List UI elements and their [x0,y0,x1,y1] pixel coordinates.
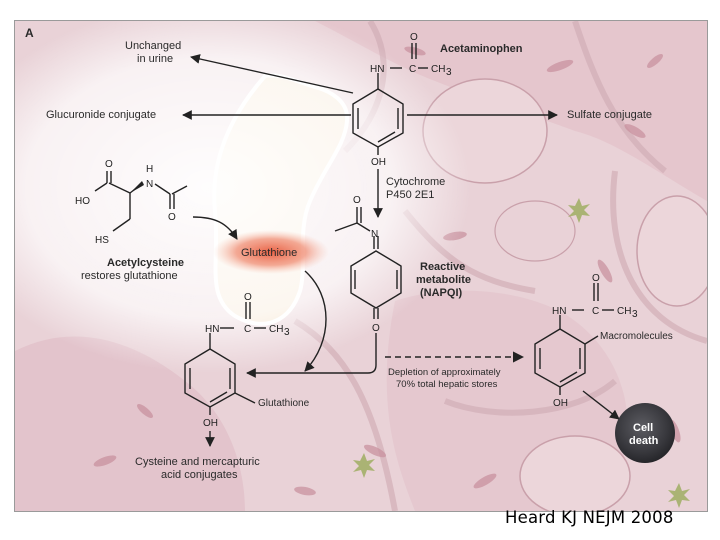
acetaminophen-c: C [409,64,416,75]
cell-death-label-1: Cell [633,422,653,434]
glutathione-glow [213,230,329,274]
adduct-sub3: 3 [284,327,290,338]
acetylcysteine-to-glutathione-arrow [192,216,238,240]
cyp-label-1: Cytochrome [386,176,445,188]
tissue-background [15,21,707,511]
acetylcysteine-hs: HS [95,235,109,246]
unchanged-label-2: in urine [137,53,173,65]
reactive-label-3: (NAPQI) [420,287,463,299]
glutathione-pool-label: Glutathione [241,247,297,259]
acetaminophen-label: Acetaminophen [440,43,523,55]
depletion-label-1: Depletion of approximately [388,367,501,378]
glutathione-adduct-label: Glutathione [258,398,310,409]
adduct-hn: HN [205,324,219,335]
cell-death-circle [615,403,675,463]
acetylcysteine-label-1: Acetylcysteine [107,257,184,269]
macro-oh: OH [553,398,568,409]
cell-death-label-2: death [629,435,659,447]
acetylcysteine-wedge [130,181,144,193]
depletion-label-2: 70% total hepatic stores [396,379,498,390]
glutathione-to-adduct-arrow [304,270,327,372]
acetylcysteine-o-top: O [105,159,113,170]
cyp-label-2: P450 2E1 [386,189,434,201]
macro-sub3: 3 [632,309,638,320]
adduct-ch3: CH [269,324,283,335]
macro-hn: HN [552,306,566,317]
citation-text: Heard KJ NEJM 2008 [505,508,674,527]
acetaminophen-o: O [410,32,418,43]
glutathione-adduct-molecule [184,302,266,415]
napqi-o-bottom: O [372,323,380,334]
panel-label: A [25,26,34,40]
napqi-to-adduct-arrow [246,333,377,378]
glucuronide-label: Glucuronide conjugate [46,109,156,121]
acetaminophen-molecule [352,43,428,155]
acetylcysteine-ho: HO [75,196,90,207]
cysteine-label-1: Cysteine and mercapturic [135,456,260,468]
napqi-molecule [334,207,402,319]
acetaminophen-ch3: CH [431,64,445,75]
adduct-oh: OH [203,418,218,429]
macromolecule-adduct-molecule [534,283,614,395]
acetaminophen-oh: OH [371,157,386,168]
adduct-o: O [244,292,252,303]
sulfate-label: Sulfate conjugate [567,109,652,121]
acetylcysteine-n: N [146,179,153,190]
reactive-label-1: Reactive [420,261,465,273]
acetaminophen-sub3: 3 [446,67,452,78]
macro-o: O [592,273,600,284]
reactive-label-2: metabolite [416,274,471,286]
macro-c: C [592,306,599,317]
acetylcysteine-h: H [146,164,153,175]
unchanged-label-1: Unchanged [125,40,181,52]
acetaminophen-hn: HN [370,64,384,75]
napqi-n: N [371,229,378,240]
figure-frame: A HN C CH 3 O OH Acetaminophen Unchanged… [14,20,708,512]
macro-ch3: CH [617,306,631,317]
adduct-c: C [244,324,251,335]
macromolecules-label: Macromolecules [600,331,673,342]
acetylcysteine-label-2: restores glutathione [81,270,178,282]
napqi-o-top: O [353,195,361,206]
acetylcysteine-o-amide: O [168,212,176,223]
cysteine-label-2: acid conjugates [161,469,238,481]
acetaminophen-metabolism-diagram: A HN C CH 3 O OH Acetaminophen Unchanged… [15,21,707,511]
